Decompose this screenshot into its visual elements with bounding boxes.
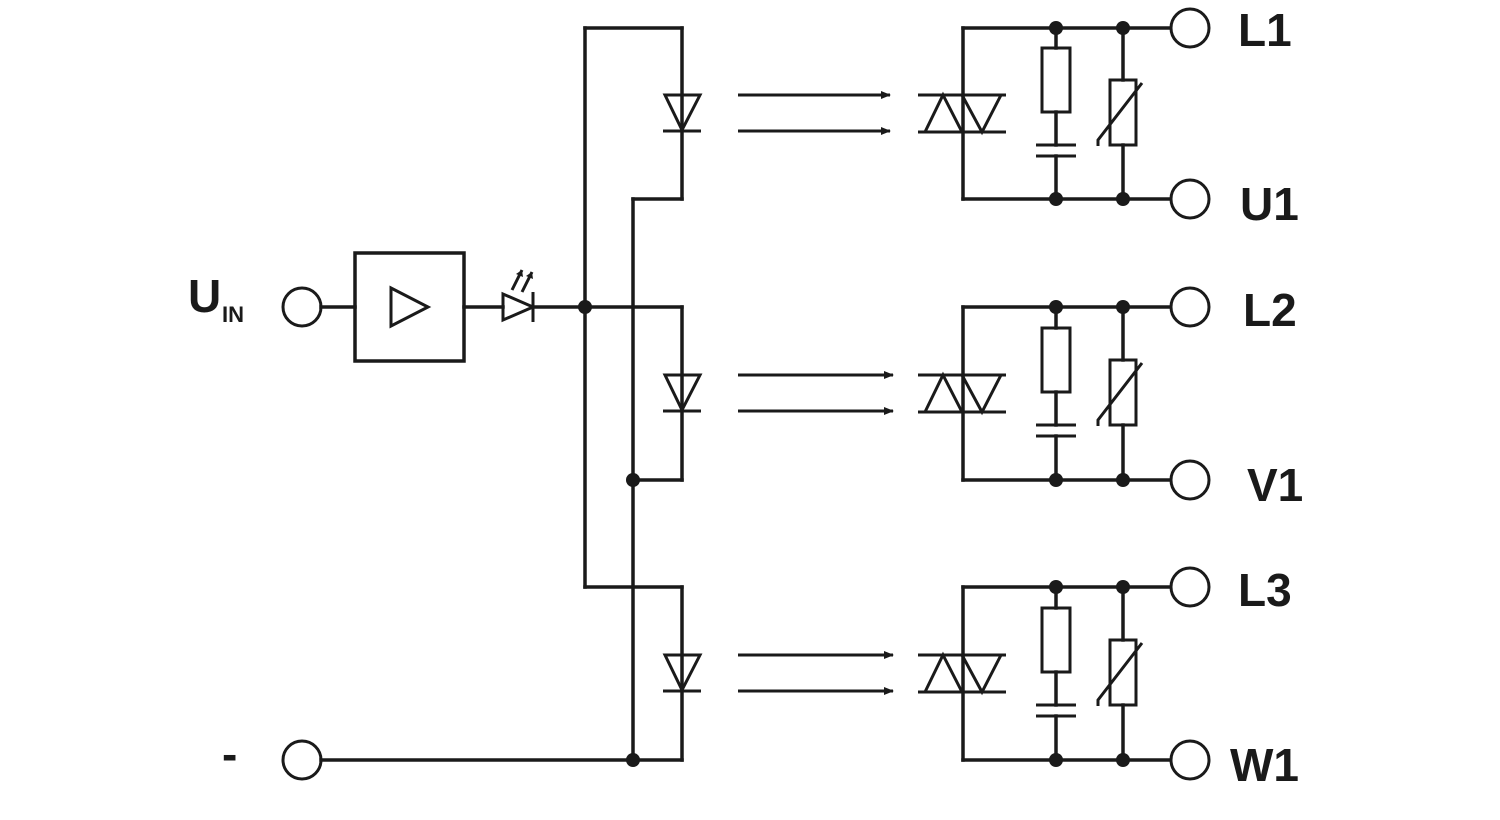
terminal-L3 (1169, 566, 1211, 608)
opto-emitter-2 (662, 305, 703, 482)
terminal-V1 (1169, 459, 1211, 501)
output-stage-3 (918, 566, 1211, 781)
junction-dot (626, 473, 640, 487)
led-indicator-icon (501, 269, 537, 323)
terminal-W1 (1169, 739, 1211, 781)
junction-dot (578, 300, 592, 314)
opto-emitter-3 (662, 585, 703, 762)
label-L1: L1 (1238, 4, 1292, 56)
label-L2: L2 (1243, 284, 1297, 336)
label-V1: V1 (1247, 459, 1303, 511)
terminal-L2 (1169, 286, 1211, 328)
output-stage-1 (918, 7, 1211, 220)
junction-dot (626, 753, 640, 767)
amplifier-block (353, 251, 466, 363)
opto-emitter-1 (662, 26, 703, 201)
input-label-sub: IN (222, 302, 244, 327)
terminal-L1 (1169, 7, 1211, 49)
input-terminal (281, 286, 323, 328)
label-L3: L3 (1238, 564, 1292, 616)
output-stage-2 (918, 286, 1211, 501)
minus-terminal (281, 739, 323, 781)
label-W1: W1 (1230, 739, 1299, 791)
label-U1: U1 (1240, 178, 1299, 230)
optical-coupling-arrows (738, 91, 894, 695)
minus-label: - (222, 728, 237, 780)
terminal-U1 (1169, 178, 1211, 220)
input-label-main: U (188, 270, 221, 322)
